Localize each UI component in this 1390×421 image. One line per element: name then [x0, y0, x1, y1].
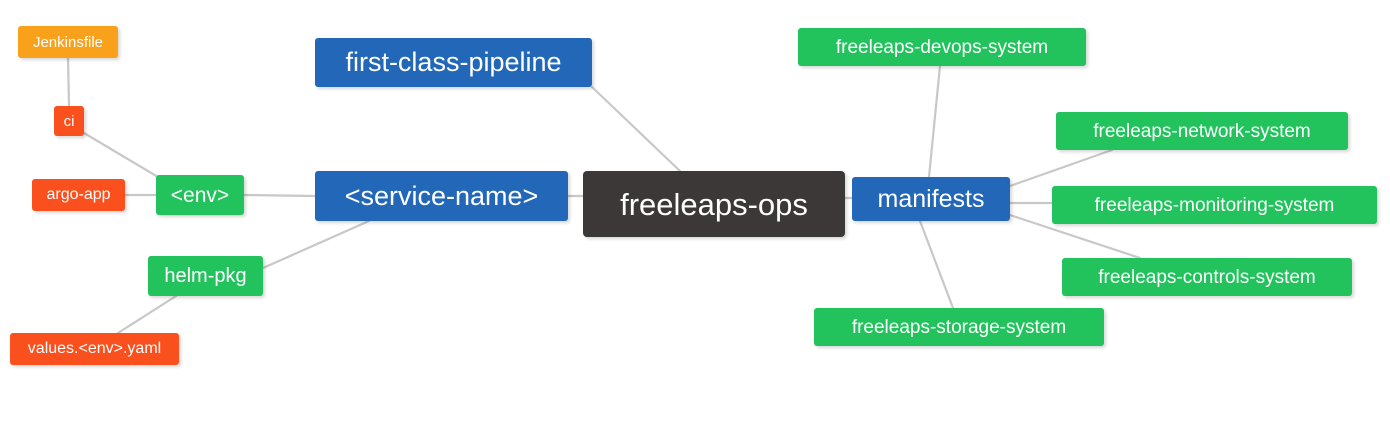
mindmap-node-freeleaps-network-system[interactable]: freeleaps-network-system [1056, 112, 1348, 150]
mindmap-node-label: values.<env>.yaml [27, 340, 162, 357]
mindmap-node-label: freeleaps-ops [620, 186, 808, 222]
mindmap-node-freeleaps-devops-system[interactable]: freeleaps-devops-system [798, 28, 1086, 66]
edge-env-to-service-name [242, 193, 317, 198]
mindmap-node-helm-pkg[interactable]: helm-pkg [148, 256, 263, 296]
mindmap-node-label: Jenkinsfile [32, 33, 104, 51]
mindmap-node-label: freeleaps-devops-system [835, 36, 1049, 58]
edge-manifests-to-freeleaps-network-system [1008, 148, 1114, 188]
mindmap-node-jenkinsfile[interactable]: Jenkinsfile [18, 26, 118, 58]
mindmap-node-freeleaps-monitoring-system[interactable]: freeleaps-monitoring-system [1052, 186, 1377, 224]
mindmap-node-freeleaps-controls-system[interactable]: freeleaps-controls-system [1062, 258, 1352, 296]
edge-manifests-to-freeleaps-storage-system [918, 219, 955, 310]
mindmap-node-label: freeleaps-controls-system [1098, 266, 1316, 288]
mindmap-node-label: manifests [877, 184, 985, 213]
mindmap-node-values-env-yaml[interactable]: values.<env>.yaml [10, 333, 179, 365]
mindmap-node-label: freeleaps-storage-system [851, 316, 1067, 338]
mindmap-node-freeleaps-storage-system[interactable]: freeleaps-storage-system [814, 308, 1104, 346]
edge-ci-to-env [82, 131, 160, 179]
mindmap-node-label: helm-pkg [164, 265, 247, 287]
mindmap-node-label: argo-app [46, 186, 111, 203]
mindmap-node-label: <env> [170, 183, 230, 207]
mindmap-node-label: ci [63, 112, 75, 130]
mindmap-node-freeleaps-ops[interactable]: freeleaps-ops [583, 171, 845, 237]
mindmap-node-manifests[interactable]: manifests [852, 177, 1010, 221]
edge-first-class-pipeline-to-freeleaps-ops [590, 85, 682, 173]
mindmap-node-env[interactable]: <env> [156, 175, 244, 215]
edge-manifests-to-freeleaps-controls-system [1008, 213, 1142, 260]
edge-jenkinsfile-to-ci [66, 56, 71, 108]
mindmap-node-label: freeleaps-network-system [1093, 120, 1311, 142]
mindmap-node-service-name[interactable]: <service-name> [315, 171, 568, 221]
edge-values-env-yaml-to-helm-pkg [116, 294, 178, 335]
edge-freeleaps-devops-system-to-manifests [927, 64, 942, 179]
mindmap-node-label: <service-name> [344, 180, 539, 211]
edge-helm-pkg-to-service-name [261, 219, 371, 270]
mindmap-node-label: freeleaps-monitoring-system [1094, 194, 1335, 216]
mindmap-node-ci[interactable]: ci [54, 106, 84, 136]
mindmap-node-label: first-class-pipeline [345, 47, 562, 77]
mindmap-node-argo-app[interactable]: argo-app [32, 179, 125, 211]
mindmap-node-first-class-pipeline[interactable]: first-class-pipeline [315, 38, 592, 87]
